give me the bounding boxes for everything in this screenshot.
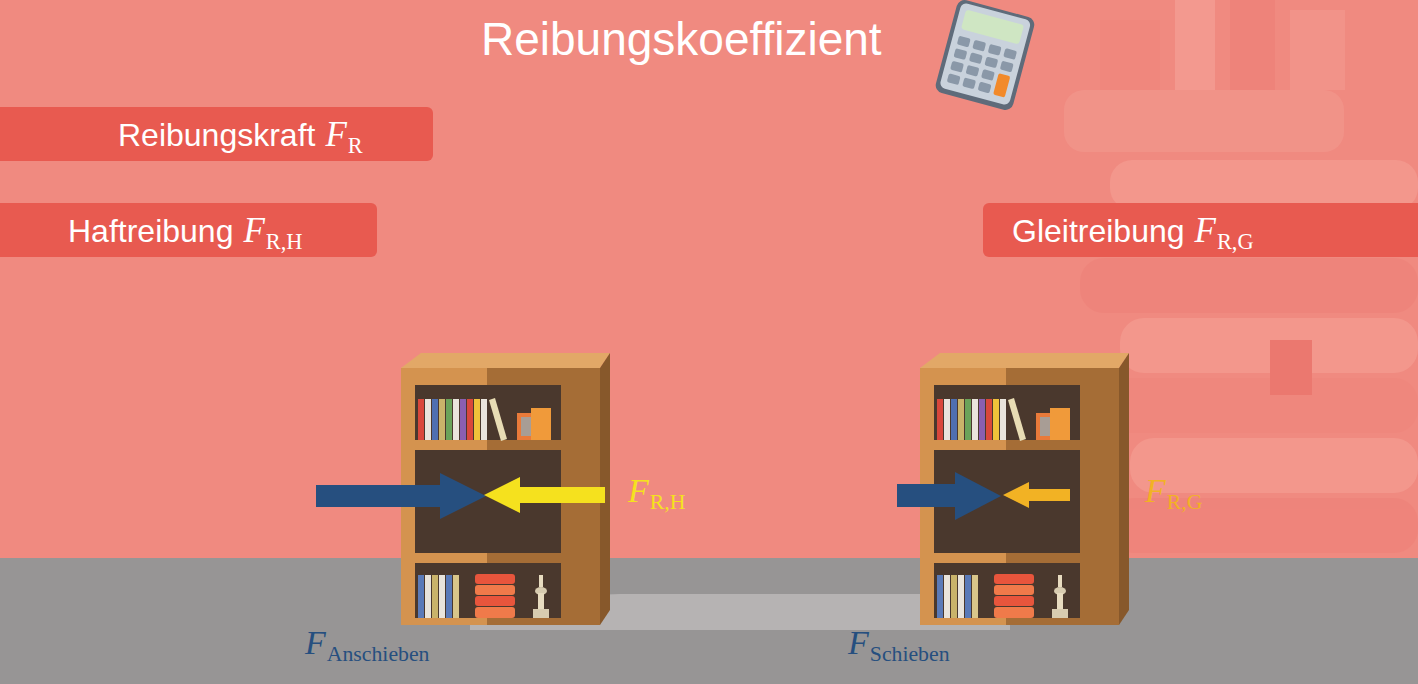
force-subscript: R,G [1167, 490, 1203, 514]
force-symbol: F [325, 115, 346, 154]
force-symbol: F [628, 472, 649, 509]
force-subscript: Anschieben [327, 642, 430, 666]
force-subscript: R,G [1217, 229, 1254, 254]
band-heading: Gleitreibung [1012, 213, 1185, 249]
force-symbol: F [848, 624, 869, 661]
formula-symbol: FR,G [1195, 211, 1254, 250]
force-subscript: R [348, 133, 363, 158]
force-subscript: Schieben [870, 642, 950, 666]
label-band: Haftreibung FR,H [0, 203, 377, 257]
force-symbol: F [243, 211, 264, 250]
label-band: Gleitreibung FR,G [983, 203, 1418, 257]
formula-symbol: FR,H [243, 211, 302, 250]
force-symbol: F [305, 624, 326, 661]
label-band: Reibungskraft FR [0, 107, 433, 161]
force-label: FAnschieben [305, 624, 429, 662]
band-text: Gleitreibung FR,G [1012, 211, 1254, 251]
band-heading: Haftreibung [68, 213, 233, 249]
title: Reibungskoeffizient [481, 12, 882, 66]
force-label: FSchieben [848, 624, 950, 662]
force-subscript: R,H [650, 490, 686, 514]
formula-symbol: FR [325, 115, 362, 154]
force-symbol: F [1145, 472, 1166, 509]
band-heading: Reibungskraft [118, 117, 315, 153]
force-label: FR,G [1145, 472, 1202, 510]
force-symbol: F [1195, 211, 1216, 250]
force-label: FR,H [628, 472, 685, 510]
band-text: Reibungskraft FR [118, 115, 363, 155]
band-text: Haftreibung FR,H [68, 211, 303, 251]
force-subscript: R,H [266, 229, 303, 254]
